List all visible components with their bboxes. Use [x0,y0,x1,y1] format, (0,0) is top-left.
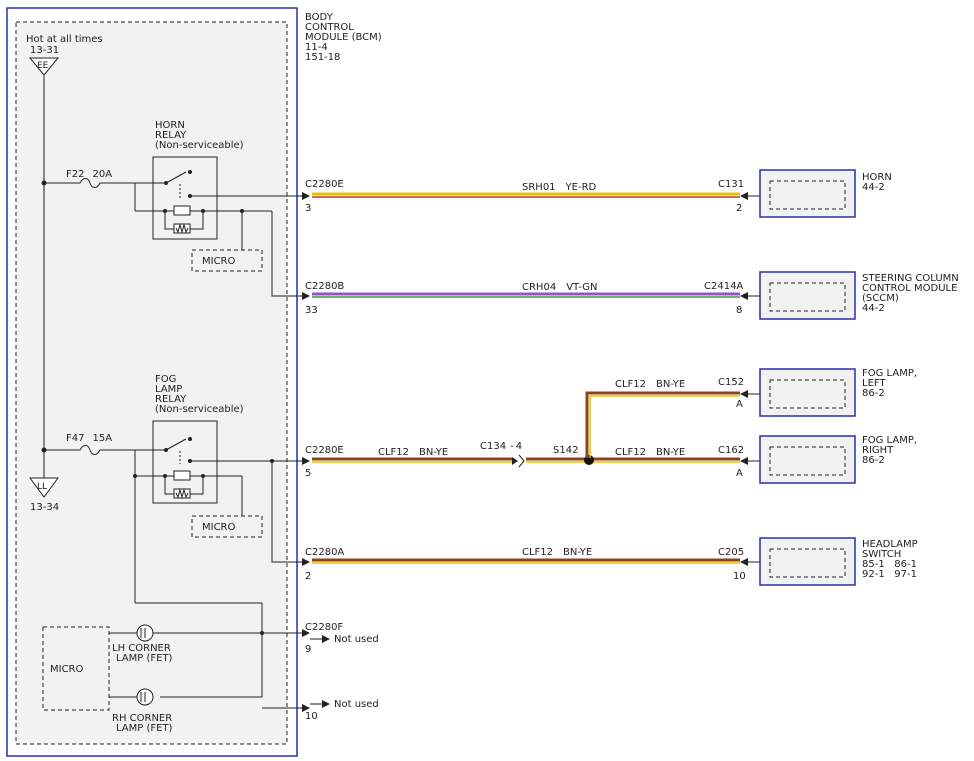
module-fog-right: FOG LAMP, RIGHT 86-2 [759,435,920,484]
horn-relay [134,156,218,240]
svg-text:C2280E: C2280E [305,445,344,456]
fuse-f22 [44,178,135,188]
module-headlamp-switch: HEADLAMP SWITCH 85-1 86-1 92-1 97-1 [759,537,921,586]
svg-text:C2280E: C2280E [305,179,344,190]
svg-text:C134-4: C134-4 [480,441,522,452]
bottom-ref: 13-34 [30,502,59,513]
power-source-symbol: EE [28,57,60,76]
svg-text:C2414A: C2414A [704,281,743,292]
bcm-title: BODY CONTROL MODULE (BCM) 11-4 151-18 [305,12,385,63]
svg-text:C152: C152 [718,377,744,388]
svg-text:Not used: Not used [334,634,379,645]
svg-text:A: A [736,399,743,410]
svg-text:MICRO: MICRO [202,256,236,267]
svg-text:MICRO: MICRO [50,664,84,675]
svg-text:HEADLAMP SWITCH 85: HEADLAMP SWITCH 85-1 86-1 92-1 97-1 [862,539,921,580]
svg-text:FOG LAMP, LEFT 86-: FOG LAMP, LEFT 86-2 [862,368,920,399]
lh-corner-fet-label: LH CORNER LAMP (FET) [112,643,174,664]
svg-text:FOG LAMP, RIGHT 86: FOG LAMP, RIGHT 86-2 [862,435,920,466]
hot-label: Hot at all times [26,34,103,45]
svg-text:9: 9 [305,644,311,655]
svg-text:10: 10 [733,571,746,582]
module-fog-left: FOG LAMP, LEFT 86-2 [759,368,920,417]
svg-text:2: 2 [736,203,742,214]
svg-text:S142: S142 [553,445,578,456]
rh-corner-fet-label: RH CORNER LAMP (FET) [112,713,175,734]
svg-text:Not used: Not used [334,699,379,710]
svg-text:LL: LL [37,482,47,492]
svg-text:2: 2 [305,571,311,582]
svg-text:33: 33 [305,305,318,316]
svg-text:C2280B: C2280B [305,281,344,292]
lh-corner-fet [109,624,154,642]
bcm-module [6,7,298,757]
rh-corner-fet [109,688,154,706]
svg-text:8: 8 [736,305,742,316]
svg-text:EE: EE [37,61,49,71]
horn-relay-label: HORN RELAY (Non-serviceable) [155,120,244,151]
svg-text:C131: C131 [718,179,744,190]
svg-text:3: 3 [305,203,311,214]
micro-box-3: MICRO [42,626,110,711]
svg-text:C2280A: C2280A [305,547,344,558]
ground-source-symbol: LL [29,477,59,498]
svg-text:MICRO: MICRO [202,522,236,533]
svg-text:HORN 44-2: HORN 44-2 [862,172,895,193]
svg-text:A: A [736,468,743,479]
svg-text:C2280F: C2280F [305,622,343,633]
fuse-f47 [44,445,135,455]
fog-relay-label: FOG LAMP RELAY (Non-serviceable) [155,374,244,415]
svg-text:C205: C205 [718,547,744,558]
module-horn: HORN 44-2 [759,169,895,218]
module-sccm: STEERING COLUMN CONTROL MODULE (SCCM) 44… [759,271,962,320]
micro-box-2: MICRO [191,515,263,538]
unused-pin-9: C2280F 9 Not used [305,622,379,655]
svg-text:5: 5 [305,468,311,479]
svg-text:C162: C162 [718,445,744,456]
svg-text:STEERING COLUMN CONTROL: STEERING COLUMN CONTROL MODULE (SCCM) 44… [862,273,962,314]
micro-box-1: MICRO [191,249,263,272]
fog-relay [133,420,218,603]
unused-pin-10: 10 Not used [305,699,379,722]
top-ref: 13-31 [30,45,59,56]
svg-text:10: 10 [305,711,318,722]
